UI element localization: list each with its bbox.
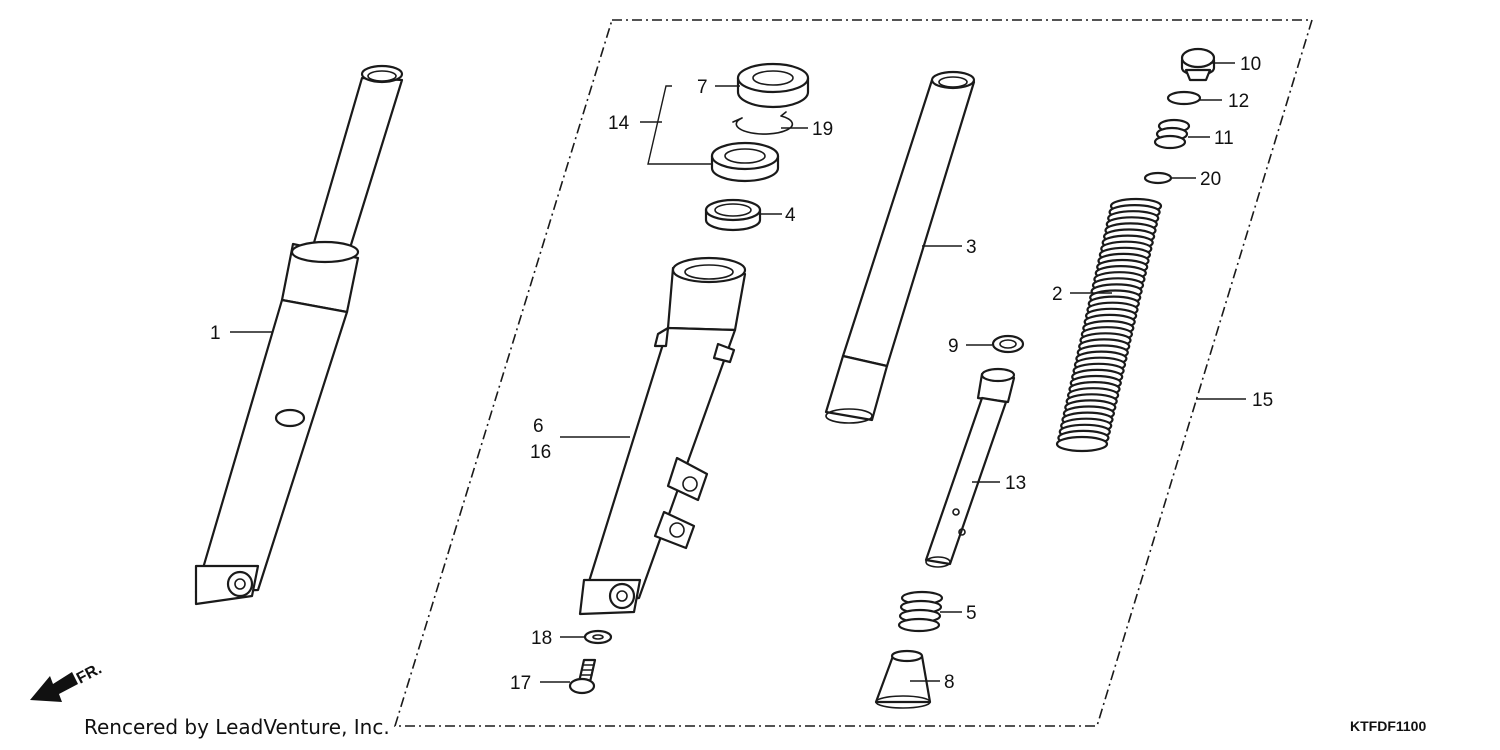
callout-1: 1 [210,323,221,344]
callout-18: 18 [531,628,552,649]
part-19-clip [732,111,794,135]
part-3-fork-pipe [824,70,976,424]
part-20-washer [1143,171,1173,185]
callout-19: 19 [812,119,833,140]
callout-3: 3 [966,237,977,258]
callout-7: 7 [697,77,708,98]
part-2-fork-spring [1055,197,1163,453]
callout-20: 20 [1200,169,1221,190]
callout-15: 15 [1252,390,1273,411]
front-direction-indicator: FR. [30,660,105,702]
callout-12: 12 [1228,91,1249,112]
subassembly-frame [393,19,1314,727]
callout-9: 9 [948,336,959,357]
part-1-fork-assembly [194,64,404,606]
part-11-spring-collar [1153,118,1191,150]
part-4-ring [704,198,762,232]
callout-13: 13 [1005,473,1026,494]
part-14-dust-seal [710,141,780,183]
part-5-rebound-spring [897,590,944,633]
render-credit: Rencered by LeadVenture, Inc. [84,715,390,739]
diagram-code: KTFDF1100 [1350,718,1426,734]
callout-8: 8 [944,672,955,693]
front-arrow-icon [30,672,78,702]
part-10-bolt-cap [1180,47,1216,82]
callout-4: 4 [785,205,796,226]
part-13-fork-piston [924,367,1016,568]
front-label: FR. [74,660,105,687]
callout-11: 11 [1214,128,1234,149]
part-18-washer [583,629,613,645]
part-7-oil-seal [736,62,810,109]
part-9-piston-ring [991,334,1025,354]
callout-17: 17 [510,673,531,694]
callout-2: 2 [1052,284,1063,305]
callout-labels: 1 2 3 4 5 6 7 8 9 10 11 12 13 14 15 16 1… [210,54,1273,694]
part-8-oil-lock-piece [874,649,932,709]
callout-5: 5 [966,603,977,624]
part-6-bottom-case [578,256,747,616]
part-12-ring [1166,90,1202,106]
spring-coil [1055,435,1109,453]
callout-10: 10 [1240,54,1261,75]
part-17-bolt [568,658,597,695]
callout-16: 16 [530,442,551,463]
callout-6: 6 [533,416,544,437]
leader-lines [230,62,1246,683]
callout-14: 14 [608,113,630,134]
